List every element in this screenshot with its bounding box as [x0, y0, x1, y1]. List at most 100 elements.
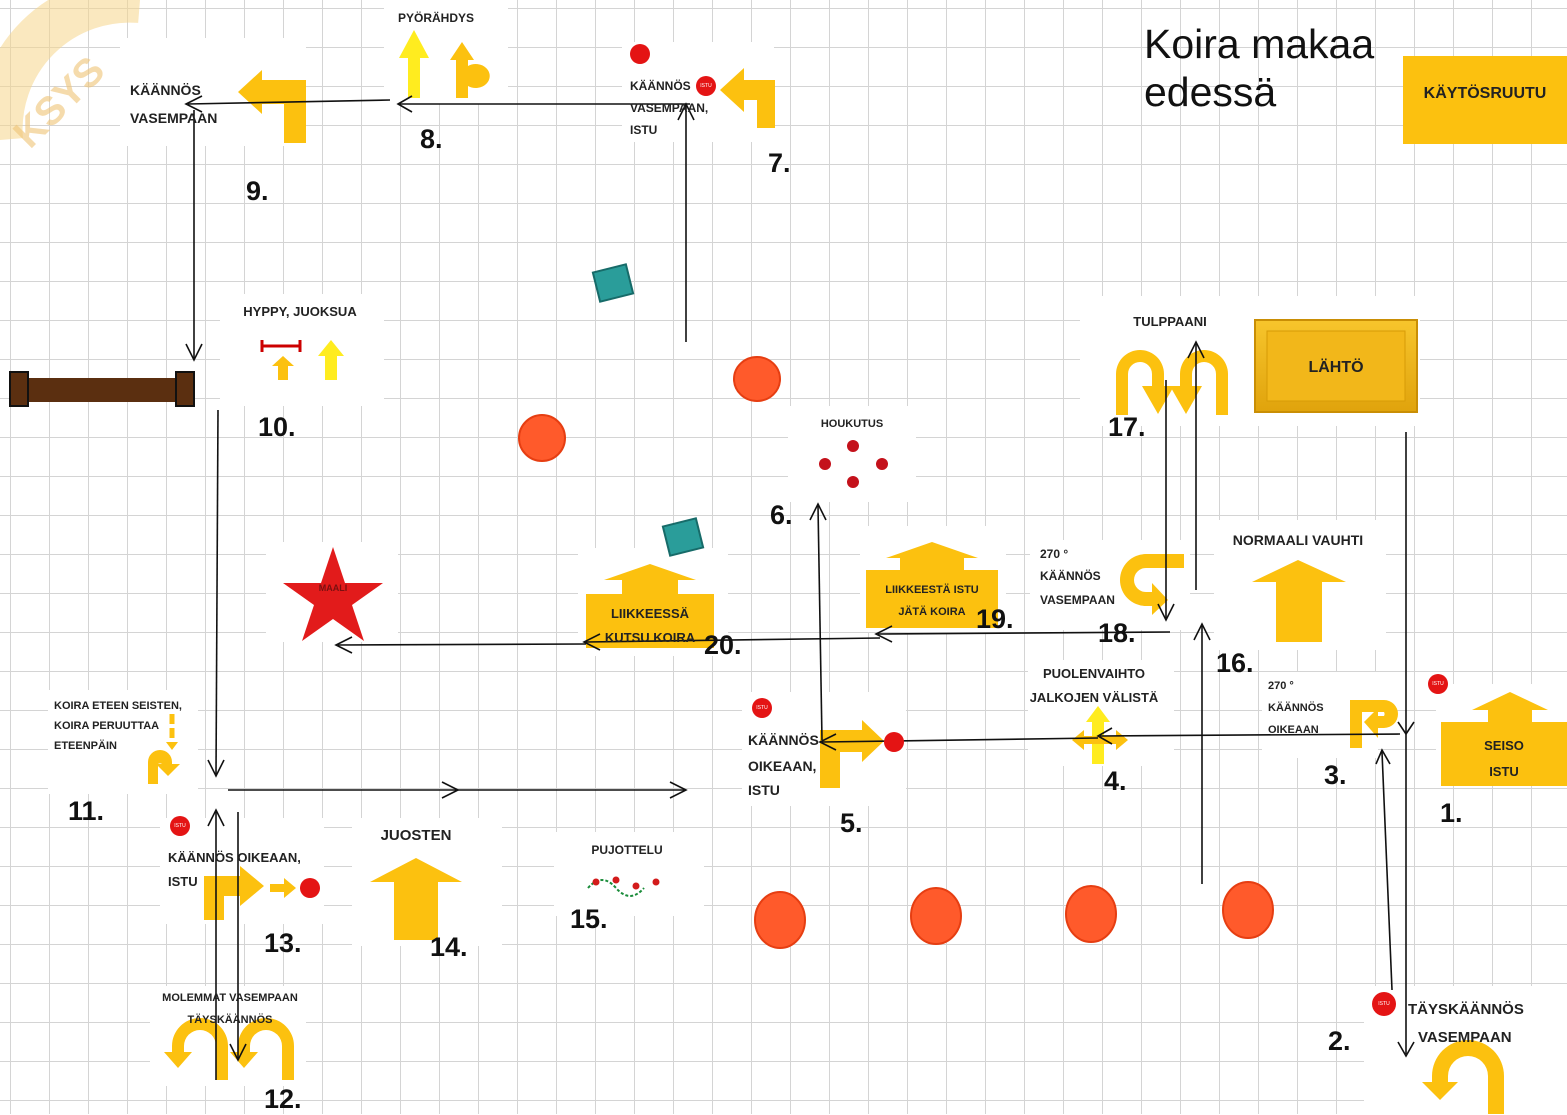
station-9-line-1: KÄÄNNÖS: [130, 82, 201, 98]
stop-icon-1: ISTU: [1428, 674, 1448, 694]
turn-270-left-icon-18: [1120, 554, 1184, 620]
stop-icon-13b: [300, 878, 320, 898]
behavior-box-label: KÄYTÖSRUUTU: [1423, 85, 1547, 102]
station-4-number: 4.: [1104, 766, 1127, 796]
up-arrow-icon-20: [604, 564, 696, 596]
station-20-number: 20.: [704, 630, 742, 660]
station-5-number: 5.: [840, 808, 863, 838]
station-1-line-1: SEISO: [1484, 738, 1524, 753]
station-5-line-1: KÄÄNNÖS: [748, 732, 819, 748]
cone-4: [910, 887, 962, 945]
title-line-1: Koira makaa: [1144, 21, 1375, 67]
station-12-line-1: MOLEMMAT VASEMPAAN: [162, 992, 298, 1004]
station-7-line-3: ISTU: [630, 123, 658, 137]
station-19-number: 19.: [976, 604, 1014, 634]
full-turn-left-icon-12a: [164, 1018, 228, 1080]
jump-bar-obstacle: [9, 371, 195, 407]
tulip-right-icon-17: [1170, 350, 1228, 415]
run-arrow-icon-10: [318, 340, 344, 380]
back-up-icon-11: [148, 714, 180, 784]
station-12-line-2: TÄYSKÄÄNNÖS: [187, 1014, 273, 1026]
finish-label: MAALI: [318, 583, 348, 593]
station-4-line-2: JALKOJEN VÄLISTÄ: [1029, 690, 1159, 705]
station-19-line-2: JÄTÄ KOIRA: [898, 606, 966, 618]
station-10-label: HYPPY, JUOKSUA: [243, 304, 357, 319]
station-8-label: PYÖRÄHDYS: [397, 11, 474, 25]
up-arrow-icon-14: [370, 858, 462, 940]
station-6-number: 6.: [770, 500, 793, 530]
stop-icon-7a: [630, 44, 650, 64]
station-10-number: 10.: [258, 412, 296, 442]
station-18-line-1: 270 °: [1040, 547, 1069, 561]
turn-left-icon-7: [720, 68, 775, 128]
station-20-box: [586, 594, 714, 648]
switch-sides-icon-4: [1072, 706, 1128, 764]
cone-1: [733, 356, 781, 402]
stop-icon-5a: ISTU: [752, 698, 772, 718]
up-arrow-icon-16: [1252, 560, 1346, 642]
station-14-label: JUOSTEN: [380, 827, 452, 844]
straight-arrow-icon-8: [399, 30, 429, 98]
station-5-line-2: OIKEAAN,: [748, 758, 817, 774]
lure-icon-6: [819, 440, 888, 488]
cone-3: [754, 891, 806, 949]
station-2-line-2: VASEMPAAN: [1418, 1029, 1512, 1046]
station-15-number: 15.: [570, 904, 608, 934]
station-13-line-1: KÄÄNNÖS OIKEAAN,: [168, 850, 301, 865]
station-1-line-2: ISTU: [1489, 764, 1519, 779]
jump-icon-10: [260, 340, 302, 380]
station-20-line-2: KUTSU KOIRA: [604, 630, 696, 645]
cone-5: [1065, 885, 1117, 943]
station-6-label: HOUKUTUS: [820, 418, 884, 430]
turn-left-icon-9: [238, 70, 306, 143]
station-7-line-1: KÄÄNNÖS: [630, 79, 691, 93]
full-turn-left-icon-12b: [230, 1018, 294, 1080]
teal-marker-2: [661, 517, 705, 557]
station-3-line-1: 270 °: [1268, 680, 1294, 692]
station-19-box: [866, 570, 998, 628]
station-16-label: NORMAALI VAUHTI: [1232, 532, 1364, 548]
station-3-line-3: OIKEAAN: [1268, 724, 1319, 736]
title-line-2: edessä: [1144, 69, 1277, 115]
up-arrow-icon-1: [1472, 692, 1548, 724]
station-15-label: PUJOTTELU: [591, 843, 663, 857]
station-17-number: 17.: [1108, 412, 1146, 442]
station-20-line-1: LIIKKEESSÄ: [610, 606, 689, 621]
cone-6: [1222, 881, 1274, 939]
station-3-line-2: KÄÄNNÖS: [1268, 702, 1324, 714]
stop-icon-2: ISTU: [1372, 992, 1396, 1016]
station-8-number: 8.: [420, 124, 443, 154]
station-7-number: 7.: [768, 148, 791, 178]
station-2-number: 2.: [1328, 1026, 1351, 1056]
cones: [518, 356, 1274, 949]
station-7-line-2: VASEMPAAN,: [630, 101, 709, 115]
station-1-box: [1441, 722, 1567, 786]
start-box-label: LÄHTÖ: [1308, 359, 1364, 376]
stop-icon-7b: ISTU: [696, 76, 716, 96]
behavior-box: [1403, 56, 1567, 144]
spin-arrow-icon-8: [450, 42, 490, 98]
station-11-line-3: ETEENPÄIN: [54, 740, 117, 752]
station-14-number: 14.: [430, 932, 468, 962]
stop-icon-13a: ISTU: [170, 816, 190, 836]
station-5-line-3: ISTU: [748, 782, 780, 798]
station-3-number: 3.: [1324, 760, 1347, 790]
teal-marker-1: [591, 263, 635, 303]
station-13-number: 13.: [264, 928, 302, 958]
station-4-line-1: PUOLENVAIHTO: [1042, 666, 1146, 681]
stop-icon-5b: [884, 732, 904, 752]
station-18-line-3: VASEMPAAN: [1040, 593, 1115, 607]
turn-right-icon-5: [820, 720, 884, 788]
sign-bg-15: [554, 832, 704, 916]
cone-2: [518, 414, 566, 462]
start-box-shape: [1254, 319, 1418, 413]
station-11-number: 11.: [68, 796, 105, 826]
station-9-line-2: VASEMPAAN: [130, 110, 218, 126]
station-17-label: TULPPAANI: [1133, 314, 1207, 329]
full-turn-left-icon-2: [1422, 1040, 1504, 1114]
station-13-line-2: ISTU: [168, 874, 198, 889]
up-arrow-icon-19: [886, 542, 978, 572]
station-9-number: 9.: [246, 176, 269, 206]
station-11-line-2: KOIRA PERUUTTAA: [54, 720, 160, 732]
